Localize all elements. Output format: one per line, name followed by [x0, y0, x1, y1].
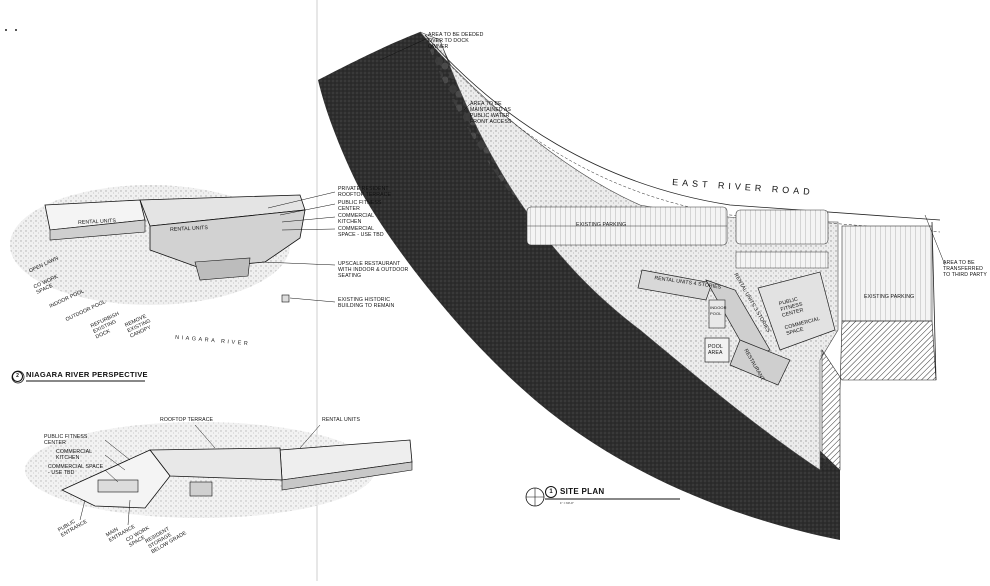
label-pool-area: POOL AREA: [708, 344, 723, 356]
rental-units-wing: [705, 279, 771, 359]
label-existing-parking-1: EXISTING PARKING: [576, 222, 627, 228]
restaurant-building: [729, 339, 791, 386]
axon-view: [25, 422, 413, 526]
east-river-road-edge: [424, 34, 941, 221]
rental-units-building: [637, 269, 713, 301]
parking-lot-existing: [841, 225, 933, 322]
persp-label-restaurant: UPSCALE RESTAURANT WITH INDOOR & OUTDOOR…: [338, 261, 409, 279]
label-public-waterfront: AREA TO BE MAINTAINED AS PUBLIC WATER FR…: [470, 101, 512, 125]
persp-label-commercial: COMMERCIAL SPACE - USE TBD: [338, 226, 384, 238]
axon-label-fitness: PUBLIC FITNESS CENTER: [44, 434, 88, 446]
label-indoor-pool: INDOOR POOL: [710, 305, 727, 316]
site-plan-title: SITE PLAN: [560, 487, 605, 496]
site-plan: [318, 31, 946, 540]
historic-building: [281, 294, 290, 303]
parking-lot-center: [735, 209, 829, 245]
perspective-number: 2: [12, 371, 23, 382]
fitness-commercial-building: [757, 271, 836, 351]
axon-label-rooftop: ROOFTOP TERRACE: [160, 417, 214, 423]
indoor-pool: [708, 299, 726, 329]
persp-label-historic: EXISTING HISTORIC BUILDING TO REMAIN: [338, 297, 395, 309]
persp-label-fitness: PUBLIC FITNESS CENTER: [338, 200, 382, 212]
axon-label-commercial: COMMERCIAL SPACE - USE TBD: [48, 464, 104, 476]
parking-lot-lower: [735, 251, 829, 269]
label-existing-parking-2: EXISTING PARKING: [864, 294, 915, 300]
river-embankment: [318, 32, 840, 540]
persp-label-kitchen: COMMERCIAL KITCHEN: [338, 213, 374, 225]
transferred-area-hatch: [821, 320, 937, 471]
niagara-perspective: [10, 185, 336, 384]
label-deeded-area: AREA TO BE DEEDED OVER TO DOCK OWNER: [428, 32, 484, 50]
axon-label-rental-units: RENTAL UNITS: [322, 417, 361, 423]
axon-podium: [61, 449, 171, 509]
site-plan-scale: 1" = 60'-0": [560, 501, 574, 505]
perspective-title: NIAGARA RIVER PERSPECTIVE: [26, 370, 148, 379]
pool-area: [704, 337, 730, 363]
label-transferred-area: AREA TO BE TRANSFERRED TO THIRD PARTY: [943, 260, 987, 278]
site-plan-number: 1: [545, 486, 557, 498]
axon-label-kitchen: COMMERCIAL KITCHEN: [56, 449, 92, 461]
persp-label-rooftop: PRIVATE RESIDENT ROOFTOP TERRACE: [338, 186, 392, 198]
perspective-restaurant: [194, 257, 251, 281]
